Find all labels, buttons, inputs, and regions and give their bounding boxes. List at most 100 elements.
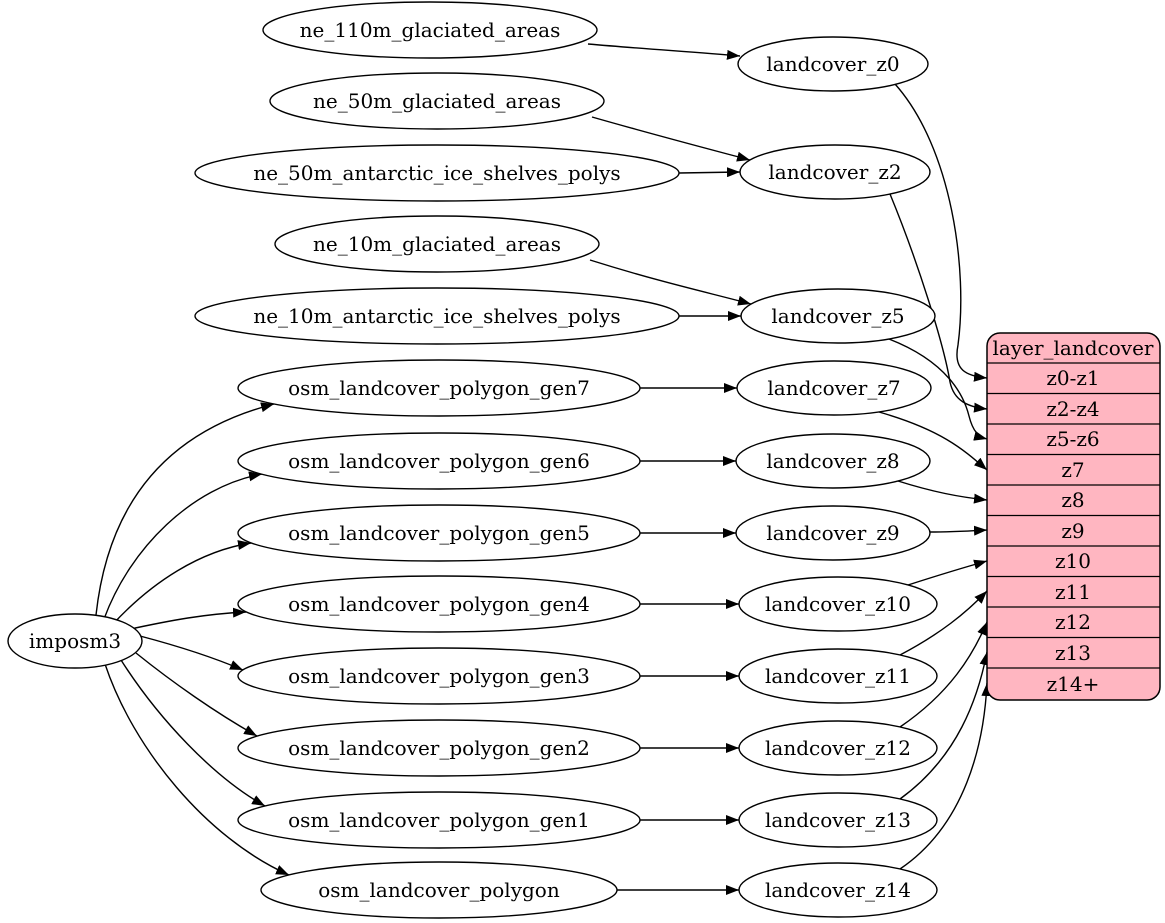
node-shape — [735, 505, 931, 561]
node-osm-landcover-polygon: osm_landcover_polygon — [260, 861, 618, 919]
node-label: osm_landcover_polygon_gen6 — [288, 449, 590, 473]
node-shape — [194, 287, 680, 345]
node-shape — [237, 432, 641, 490]
node-ne-10m-antarctic-ice-shelves-polys: ne_10m_antarctic_ice_shelves_polys — [194, 287, 680, 345]
node-label: ne_10m_antarctic_ice_shelves_polys — [253, 304, 620, 328]
node-shape — [738, 720, 938, 776]
node-landcover-z9: landcover_z9 — [735, 505, 931, 561]
node-landcover-z7: landcover_z7 — [736, 360, 932, 416]
edge-imposm3-to-gen6 — [103, 471, 263, 620]
edge-z14-to-row — [899, 682, 992, 870]
node-osm-landcover-polygon-gen1: osm_landcover_polygon_gen1 — [237, 791, 641, 849]
node-shape — [740, 288, 936, 344]
edge-z9-to-row — [929, 525, 988, 536]
edge-group — [95, 43, 992, 895]
node-ne-110m-glaciated-areas: ne_110m_glaciated_areas — [262, 1, 598, 59]
table-row-z8: z8 — [1061, 488, 1084, 512]
node-shape — [269, 72, 605, 130]
node-label: landcover_z12 — [765, 736, 911, 760]
node-osm-landcover-polygon-gen4: osm_landcover_polygon_gen4 — [237, 575, 641, 633]
edge-imposm3-to-polygon — [104, 663, 290, 876]
table-row-z10: z10 — [1055, 549, 1091, 573]
node-label: landcover_z7 — [767, 376, 900, 400]
table-row-z5-z6: z5-z6 — [1046, 427, 1099, 451]
node-osm-landcover-polygon-gen3: osm_landcover_polygon_gen3 — [237, 647, 641, 705]
table-row-z14: z14+ — [1047, 672, 1100, 696]
edge-imposm3-to-gen4 — [125, 607, 247, 631]
node-landcover-z0: landcover_z0 — [737, 36, 929, 92]
node-shape — [738, 792, 938, 848]
node-landcover-z5: landcover_z5 — [740, 288, 936, 344]
node-label: osm_landcover_polygon_gen4 — [288, 592, 590, 616]
node-shape — [738, 576, 938, 632]
edge-z11-to-row — [899, 590, 988, 656]
table-background — [986, 332, 1161, 701]
node-landcover-z13: landcover_z13 — [738, 792, 938, 848]
node-label: ne_50m_antarctic_ice_shelves_polys — [253, 161, 620, 185]
node-label: osm_landcover_polygon — [318, 878, 560, 902]
node-label: landcover_z14 — [765, 878, 911, 902]
edge-z7-to-row — [878, 411, 988, 471]
edge-imposm3-to-gen2 — [135, 652, 258, 737]
node-shape — [262, 1, 598, 59]
edge-z10-to-row — [907, 559, 988, 586]
node-ne-50m-glaciated-areas: ne_50m_glaciated_areas — [269, 72, 605, 130]
node-shape — [237, 647, 641, 705]
node-label: landcover_z9 — [766, 521, 899, 545]
table-row-z2-z4: z2-z4 — [1046, 397, 1099, 421]
edge-z0-to-row — [894, 83, 988, 382]
node-imposm3-shape — [7, 613, 143, 669]
node-shape — [735, 433, 931, 489]
table-row-z11: z11 — [1055, 580, 1091, 604]
table-row-z12: z12 — [1055, 610, 1091, 634]
node-landcover-z8: landcover_z8 — [735, 433, 931, 489]
node-landcover-z12: landcover_z12 — [738, 720, 938, 776]
edge-imposm3-to-gen3 — [139, 635, 244, 671]
node-osm-landcover-polygon-gen5: osm_landcover_polygon_gen5 — [237, 504, 641, 562]
node-label: landcover_z0 — [766, 52, 899, 76]
node-label: landcover_z8 — [766, 449, 899, 473]
table-row-z7: z7 — [1061, 458, 1084, 482]
node-label: osm_landcover_polygon_gen1 — [288, 808, 590, 832]
node-shape — [736, 360, 932, 416]
edge-ne50m-glac-to-z2 — [591, 116, 751, 162]
node-landcover-z14: landcover_z14 — [738, 862, 938, 918]
table-row-z9: z9 — [1061, 519, 1084, 543]
table-row-z13: z13 — [1055, 641, 1091, 665]
node-shape — [260, 861, 618, 919]
node-shape — [737, 36, 929, 92]
edge-imposm3-to-gen5 — [112, 540, 252, 625]
node-label: landcover_z11 — [765, 664, 911, 688]
node-shape — [237, 575, 641, 633]
edge-ne10m-glac-to-z5 — [589, 259, 752, 306]
node-label: osm_landcover_polygon_gen3 — [288, 664, 590, 688]
node-label: ne_10m_glaciated_areas — [313, 232, 561, 256]
node-shape — [237, 719, 641, 777]
node-label: osm_landcover_polygon_gen5 — [288, 521, 590, 545]
node-shape — [738, 862, 938, 918]
node-landcover-z2: landcover_z2 — [739, 144, 931, 200]
table-layer-landcover: layer_landcover z0-z1 z2-z4 z5-z6 z7 z8 … — [986, 332, 1161, 701]
node-shape — [237, 359, 641, 417]
node-shape — [237, 791, 641, 849]
node-label: landcover_z5 — [771, 304, 904, 328]
table-row-z0-z1: z0-z1 — [1046, 366, 1099, 390]
node-label: osm_landcover_polygon_gen2 — [288, 736, 590, 760]
edge-z8-to-row — [897, 480, 988, 504]
node-label: ne_50m_glaciated_areas — [313, 89, 561, 113]
node-shape — [274, 215, 600, 273]
node-shape — [738, 648, 938, 704]
node-landcover-z10: landcover_z10 — [738, 576, 938, 632]
node-imposm3: imposm3 — [7, 613, 143, 669]
node-shape — [739, 144, 931, 200]
node-shape — [237, 504, 641, 562]
node-landcover-z11: landcover_z11 — [738, 648, 938, 704]
node-label: landcover_z10 — [765, 592, 911, 616]
node-label: landcover_z13 — [765, 808, 911, 832]
node-shape — [194, 144, 680, 202]
edge-ne110m-to-z0 — [587, 43, 741, 60]
edge-imposm3-to-gen1 — [120, 659, 266, 807]
edge-z5-to-row — [888, 338, 988, 441]
node-label: ne_110m_glaciated_areas — [300, 18, 561, 42]
